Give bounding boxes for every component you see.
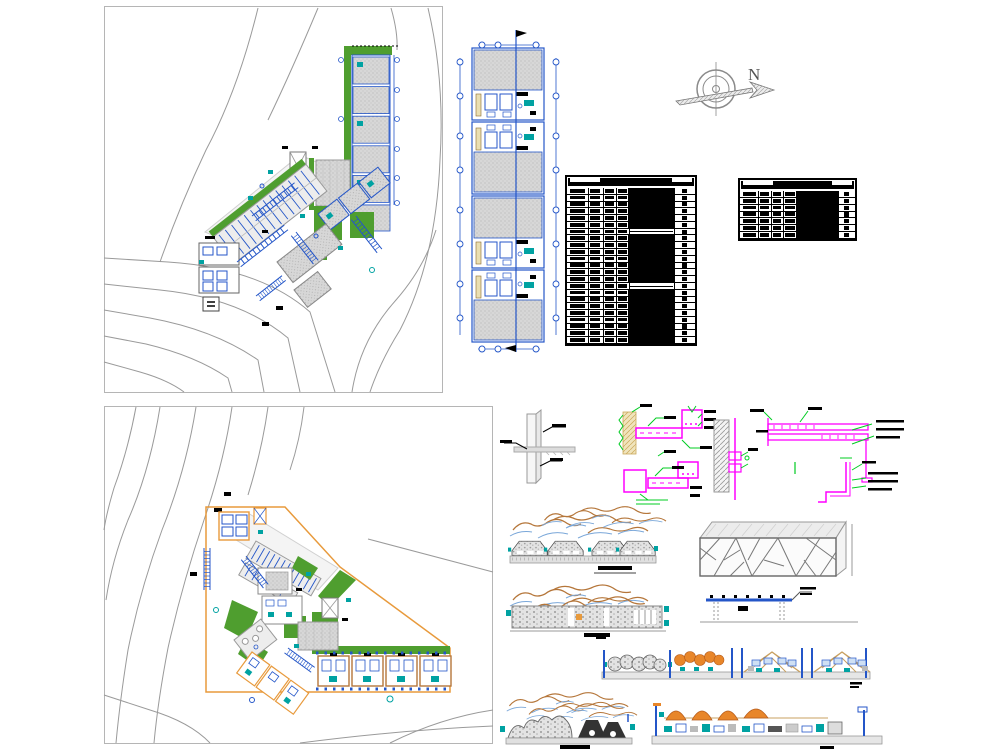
schedule-row <box>567 316 695 324</box>
dark-gables <box>578 720 626 738</box>
north-arrow: N <box>675 62 776 116</box>
schedule-row <box>740 232 855 239</box>
orange-trees <box>674 651 725 666</box>
detail-wall-section <box>500 408 576 485</box>
scale-bar <box>584 633 610 637</box>
long-elevation-2 <box>651 703 883 749</box>
schedule-row <box>567 201 695 209</box>
schedule-row <box>740 218 855 226</box>
detail-mullion-bottom <box>623 450 702 505</box>
north-arrow-head <box>748 81 776 99</box>
long-elevation-1 <box>596 636 871 688</box>
schedule-row <box>567 215 695 222</box>
entry-units <box>214 507 267 541</box>
section-line <box>505 30 527 352</box>
schedule-row <box>567 323 695 331</box>
truss-gable-2 <box>813 651 871 673</box>
gabion-screen-3d <box>699 520 853 578</box>
north-label: N <box>748 65 760 84</box>
building-plan-lower <box>190 492 452 716</box>
schedule-row <box>567 221 695 229</box>
contour-lines <box>103 406 494 744</box>
schedule-row <box>567 235 695 243</box>
schedule-row <box>567 249 695 256</box>
schedule-row <box>740 197 855 205</box>
schedule-header <box>568 178 694 186</box>
schedule-row <box>567 208 695 216</box>
dimension-lines <box>459 44 557 350</box>
grid-bubbles <box>456 41 560 353</box>
site-plan-lower <box>103 406 494 744</box>
detail-mullion-top <box>618 404 716 455</box>
landscape-section-2 <box>506 584 669 637</box>
elevation-band <box>664 721 843 735</box>
detail-wall-anchor <box>713 418 758 500</box>
detail-bracket-bottom <box>794 457 898 503</box>
schedule-row <box>567 282 695 290</box>
units-bottom-row <box>316 651 452 703</box>
schedule-table-large <box>565 175 697 346</box>
plan-symbols <box>190 492 351 703</box>
truss-gable-1 <box>743 651 801 673</box>
schedule-row <box>567 296 695 304</box>
bridge-section <box>700 587 858 623</box>
schedule-row <box>567 289 695 297</box>
schedule-row <box>567 303 695 311</box>
schedule-row <box>567 262 695 270</box>
schedule-row <box>567 330 695 338</box>
contour-lines <box>103 7 442 393</box>
schedule-row <box>740 191 855 198</box>
building-plan-upper <box>198 45 400 326</box>
patio <box>233 618 278 662</box>
schedule-row <box>567 242 695 250</box>
detail-rail-top <box>750 407 904 483</box>
schedule-row <box>567 310 695 317</box>
schedule-row <box>740 211 855 219</box>
unit-plan-strip <box>456 30 560 353</box>
posts <box>603 648 867 678</box>
plan-symbols <box>248 146 375 326</box>
landscape-section-3 <box>500 692 638 749</box>
schedule-row <box>740 204 855 212</box>
service-blocks <box>198 236 240 312</box>
stone-mound <box>507 715 573 739</box>
roof-bands-sw <box>276 223 343 309</box>
parking-diagonal <box>208 158 328 265</box>
rooms-diagonal <box>317 166 391 231</box>
schedule-table-small <box>738 178 857 241</box>
orange-roofs <box>665 708 769 721</box>
schedule-row <box>567 337 695 344</box>
schedule-header <box>741 181 854 189</box>
schedule-row <box>567 255 695 263</box>
schedule-row <box>567 269 695 277</box>
stone-wall <box>607 654 667 672</box>
central-rooms <box>257 567 339 651</box>
triangulated-panel <box>699 537 837 577</box>
schedule-row <box>567 276 695 283</box>
landscape-section-1 <box>507 506 667 574</box>
scale-bar <box>560 745 590 749</box>
scale-bar <box>598 566 632 570</box>
schedule-row <box>567 188 695 195</box>
schedule-row <box>567 228 695 236</box>
units-diagonal <box>235 651 310 716</box>
schedule-row <box>567 194 695 202</box>
schedule-row <box>740 225 855 233</box>
site-plan-upper <box>103 6 443 393</box>
north-arrow-shaft <box>675 87 754 106</box>
